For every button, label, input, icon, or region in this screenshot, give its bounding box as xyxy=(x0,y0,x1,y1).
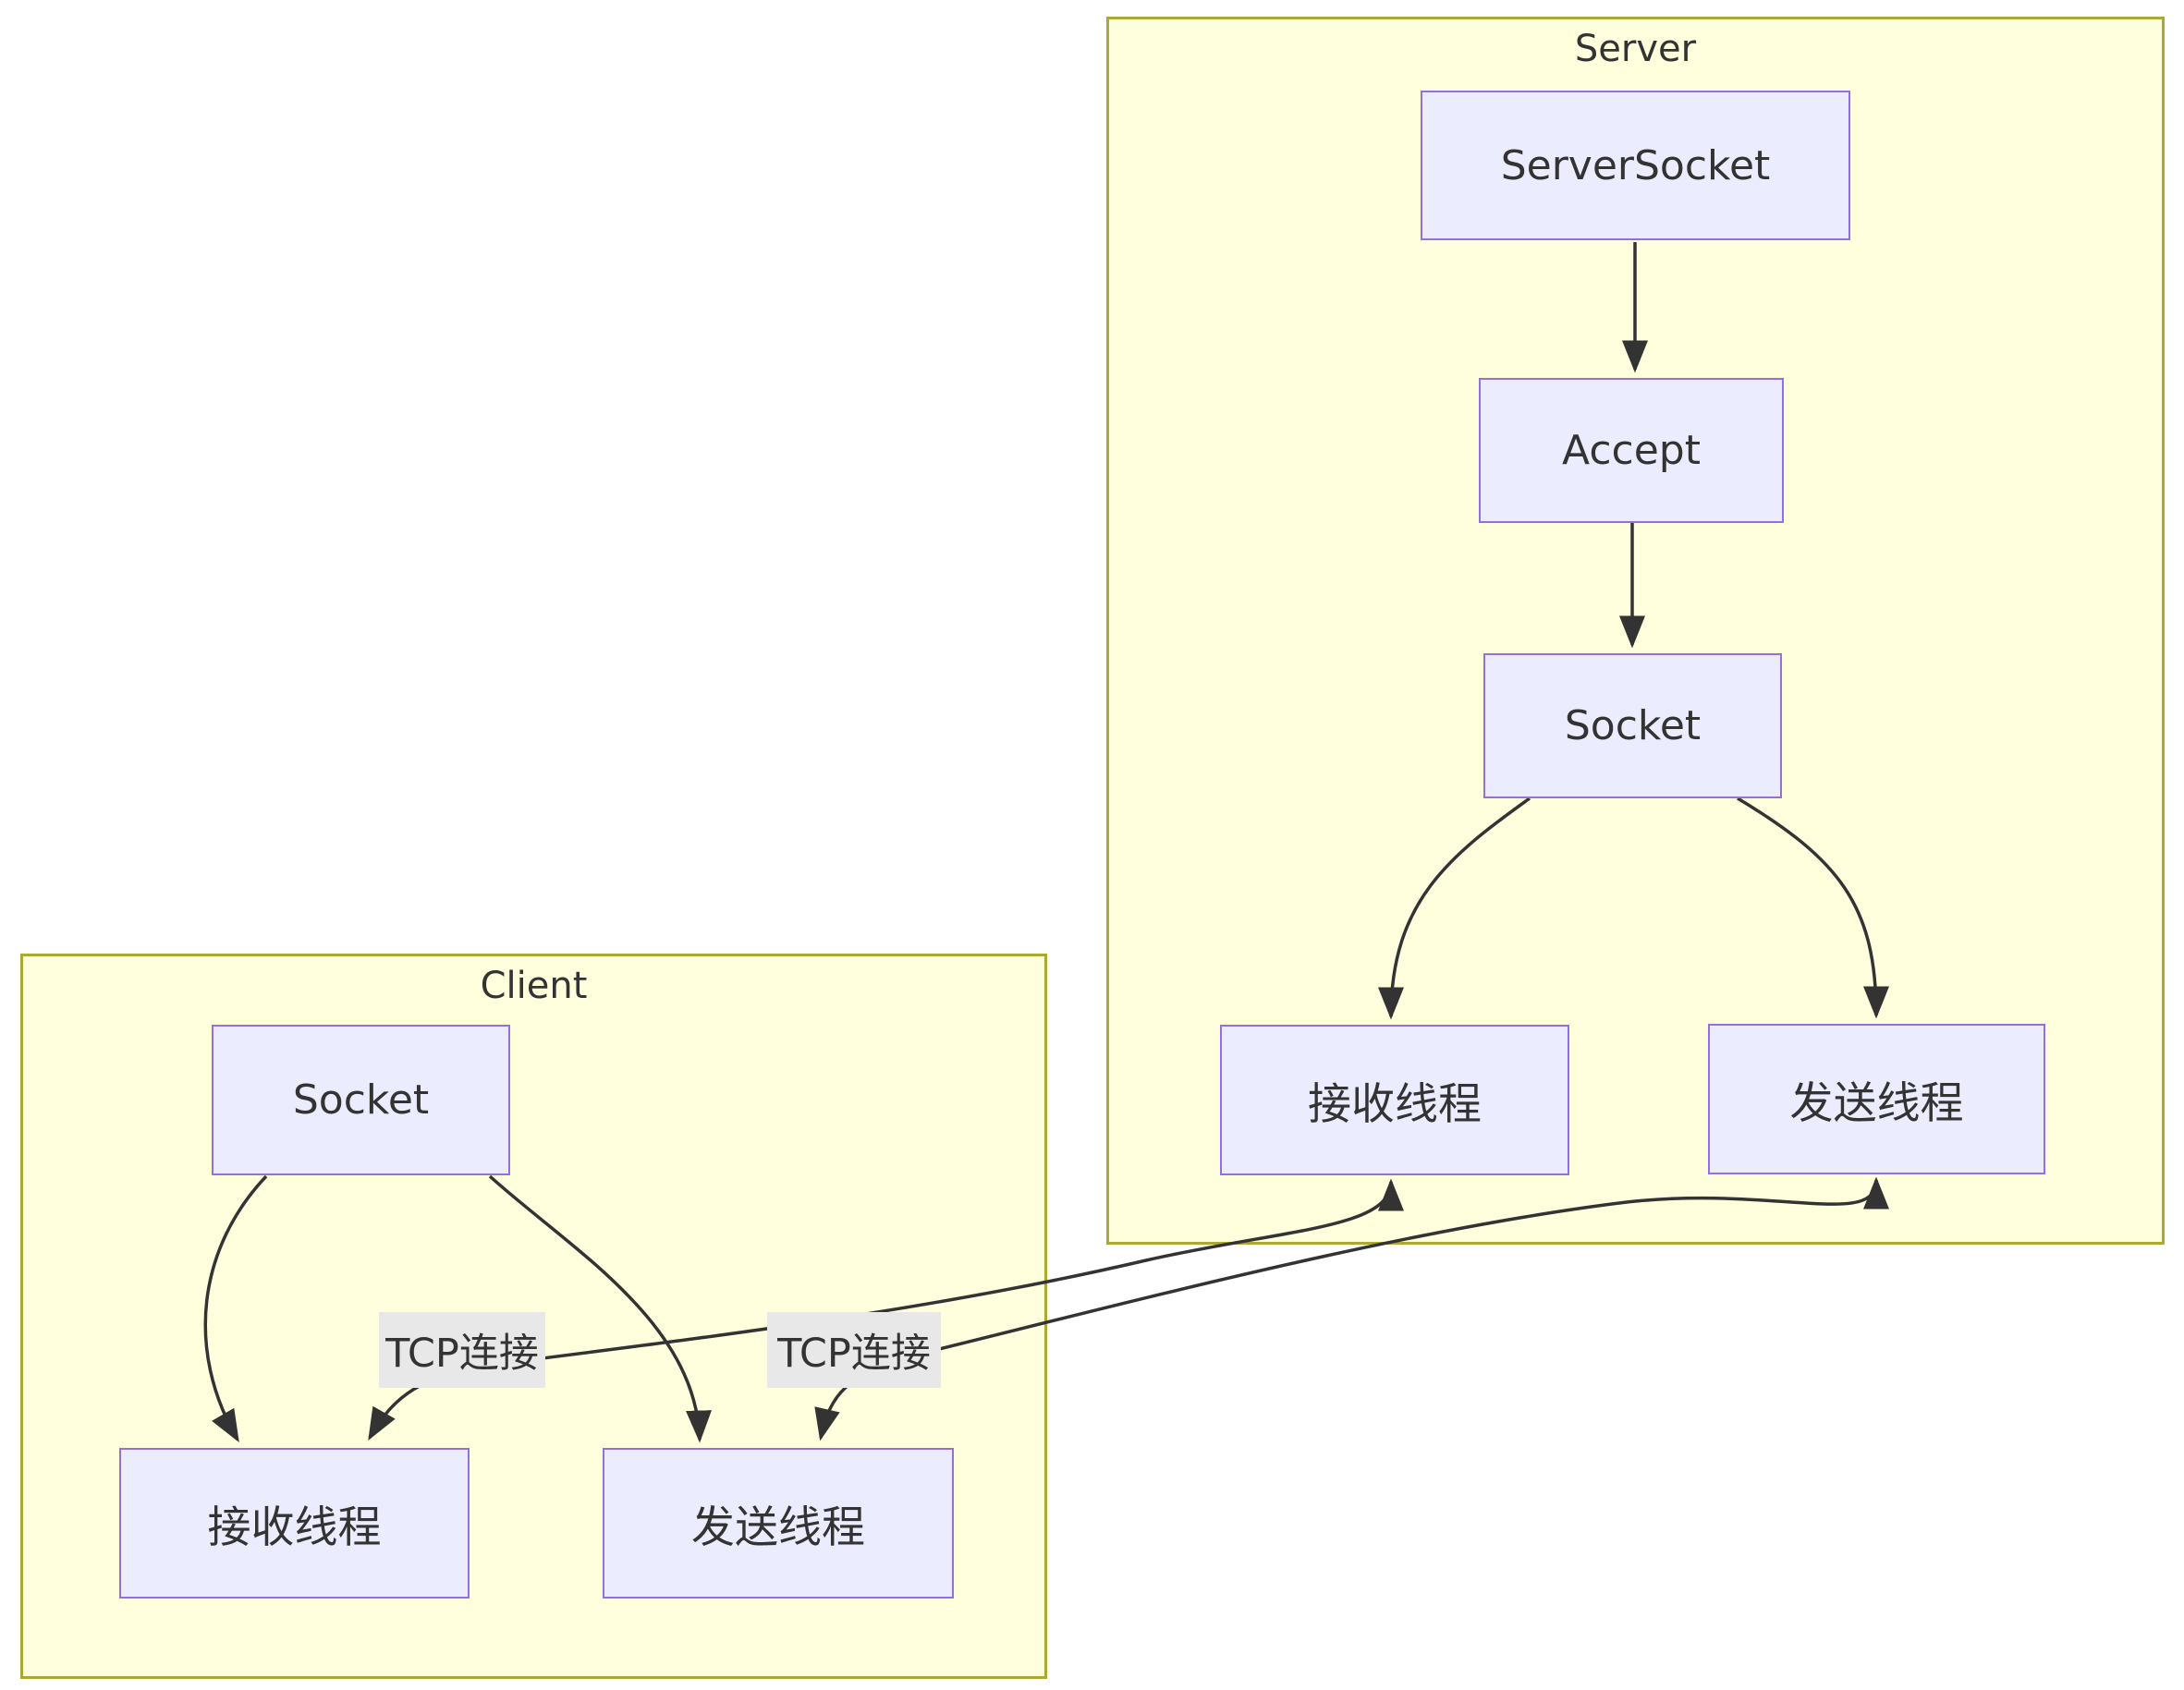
client-group-title: Client xyxy=(480,965,588,1007)
edge-server-socket-to-recv-thread xyxy=(1378,796,1531,1020)
edge-server-socket-to-send-thread xyxy=(1737,796,1889,1019)
server-group-title: Server xyxy=(1574,28,1697,70)
edge-label-tcp-connection-2: TCP连接 xyxy=(767,1312,941,1388)
node-client-socket: Socket xyxy=(212,1025,510,1175)
node-server-recv-thread: 接收线程 xyxy=(1220,1025,1569,1175)
node-client-send-thread: 发送线程 xyxy=(603,1448,954,1599)
edge-client-socket-to-send-thread xyxy=(488,1174,712,1443)
edge-tcp-connection-1 xyxy=(368,1178,1404,1441)
node-server-socket: Socket xyxy=(1483,653,1782,798)
edge-label-tcp-connection-1: TCP连接 xyxy=(379,1312,545,1388)
edge-client-socket-to-recv-thread xyxy=(203,1174,268,1443)
node-server-serversocket: ServerSocket xyxy=(1421,91,1850,240)
node-client-recv-thread: 接收线程 xyxy=(119,1448,470,1599)
node-server-accept: Accept xyxy=(1479,378,1784,523)
node-server-send-thread: 发送线程 xyxy=(1708,1024,2045,1174)
